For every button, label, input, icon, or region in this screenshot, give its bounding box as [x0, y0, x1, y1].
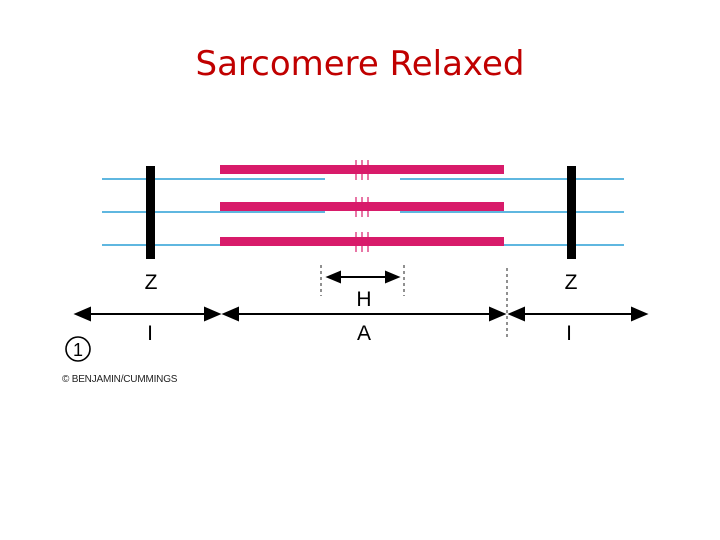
band-boundaries — [320, 265, 508, 340]
band-labels: Z Z H I A I — [145, 271, 578, 345]
arrows — [73, 270, 649, 322]
i-label-left: I — [147, 322, 153, 345]
i-label-right: I — [566, 322, 572, 345]
step-number: 1 — [73, 340, 83, 360]
thin-filaments — [102, 178, 624, 246]
z-disc-right — [567, 166, 576, 259]
a-label: A — [357, 322, 371, 345]
z-disc-left — [146, 166, 155, 259]
copyright-text: © BENJAMIN/CUMMINGS — [62, 374, 178, 385]
page-title: Sarcomere Relaxed — [195, 44, 525, 84]
m-line-marks — [355, 160, 369, 252]
h-label: H — [356, 288, 371, 311]
z-label-right: Z — [565, 271, 578, 294]
step-number-badge: 1 — [65, 336, 91, 362]
z-label-left: Z — [145, 271, 158, 294]
z-discs — [146, 166, 576, 259]
